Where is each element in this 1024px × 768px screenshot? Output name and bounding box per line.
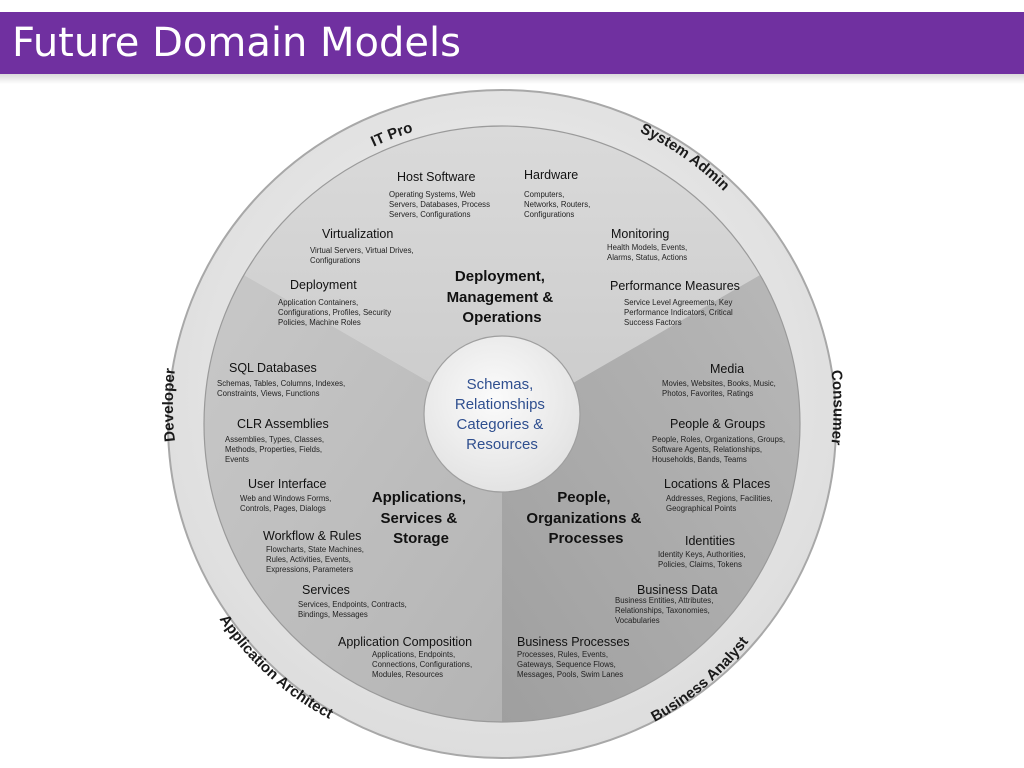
center-line: Categories & [457, 416, 544, 433]
ring-label-consumer: Consumer [827, 369, 846, 446]
item-title-media: Media [710, 362, 744, 376]
center-line: Relationships [455, 396, 545, 413]
item-desc-services: Services, Endpoints, Contracts, Bindings… [298, 600, 409, 619]
item-title-sql-databases: SQL Databases [229, 361, 317, 375]
item-desc-clr-assemblies: Assemblies, Types, Classes, Methods, Pro… [225, 435, 326, 464]
section-title-line: Processes [548, 530, 623, 547]
inner-ring-border [203, 125, 801, 723]
section-title-line: Operations [462, 309, 541, 326]
section-title-line: Services & [381, 510, 458, 527]
item-title-business-processes: Business Processes [517, 635, 630, 649]
ring-label-developer: Developer [160, 367, 179, 442]
item-desc-monitoring: Health Models, Events, Alarms, Status, A… [607, 243, 689, 262]
item-desc-sql-databases: Schemas, Tables, Columns, Indexes, Const… [217, 379, 347, 398]
center-line: Resources [466, 436, 538, 453]
item-title-user-interface: User Interface [248, 477, 327, 491]
item-title-host-software: Host Software [397, 170, 476, 184]
section-title-line: Deployment, [455, 268, 545, 285]
item-title-application-composition: Application Composition [338, 635, 472, 649]
item-title-identities: Identities [685, 534, 735, 548]
people-sector [502, 275, 800, 722]
item-title-virtualization: Virtualization [322, 227, 393, 241]
center-hub [423, 335, 581, 493]
item-title-monitoring: Monitoring [611, 227, 669, 241]
item-desc-hardware: Computers, Networks, Routers, Configurat… [524, 190, 592, 219]
section-title-line: People, [557, 489, 610, 506]
item-title-workflow-rules: Workflow & Rules [263, 529, 361, 543]
item-title-hardware: Hardware [524, 168, 578, 182]
item-desc-performance-measures: Service Level Agreements, Key Performanc… [624, 298, 735, 327]
item-desc-application-composition: Applications, Endpoints, Connections, Co… [372, 650, 474, 679]
item-desc-virtualization: Virtual Servers, Virtual Drives, Configu… [310, 246, 416, 265]
section-title-line: Organizations & [526, 510, 641, 527]
item-desc-user-interface: Web and Windows Forms, Controls, Pages, … [240, 494, 333, 513]
center-line: Schemas, [467, 376, 534, 393]
item-title-people-groups: People & Groups [670, 417, 765, 431]
item-desc-media: Movies, Websites, Books, Music, Photos, … [662, 379, 778, 398]
item-title-deployment: Deployment [290, 278, 357, 292]
item-title-locations-places: Locations & Places [664, 477, 770, 491]
section-title-applications: Applications, Services & Storage [372, 489, 470, 547]
section-title-operations: Deployment, Management & Operations [447, 268, 558, 326]
item-desc-identities: Identity Keys, Authorities, Policies, Cl… [658, 550, 748, 569]
title-bar: Future Domain Models [0, 12, 1024, 74]
applications-sector [204, 275, 503, 722]
page-title: Future Domain Models [12, 20, 461, 66]
section-title-line: Management & [447, 289, 554, 306]
item-desc-business-data: Business Entities, Attributes, Relations… [615, 596, 716, 625]
item-title-clr-assemblies: CLR Assemblies [237, 417, 329, 431]
item-desc-people-groups: People, Roles, Organizations, Groups, So… [652, 435, 787, 464]
item-title-business-data: Business Data [637, 583, 718, 597]
section-title-people: People, Organizations & Processes [526, 489, 645, 547]
item-desc-workflow-rules: Flowcharts, State Machines, Rules, Activ… [266, 545, 366, 574]
item-desc-host-software: Operating Systems, Web Servers, Database… [389, 190, 492, 219]
center-hub-text: Schemas, Relationships Categories & Reso… [455, 376, 549, 453]
operations-sector [244, 126, 760, 425]
section-title-line: Applications, [372, 489, 466, 506]
title-bar-shadow [0, 74, 1024, 84]
section-title-line: Storage [393, 530, 449, 547]
item-desc-deployment: Application Containers, Configurations, … [278, 298, 393, 327]
item-title-services: Services [302, 583, 350, 597]
item-desc-locations-places: Addresses, Regions, Facilities, Geograph… [666, 494, 775, 513]
item-desc-business-processes: Processes, Rules, Events, Gateways, Sequ… [517, 650, 623, 679]
item-title-performance-measures: Performance Measures [610, 279, 740, 293]
